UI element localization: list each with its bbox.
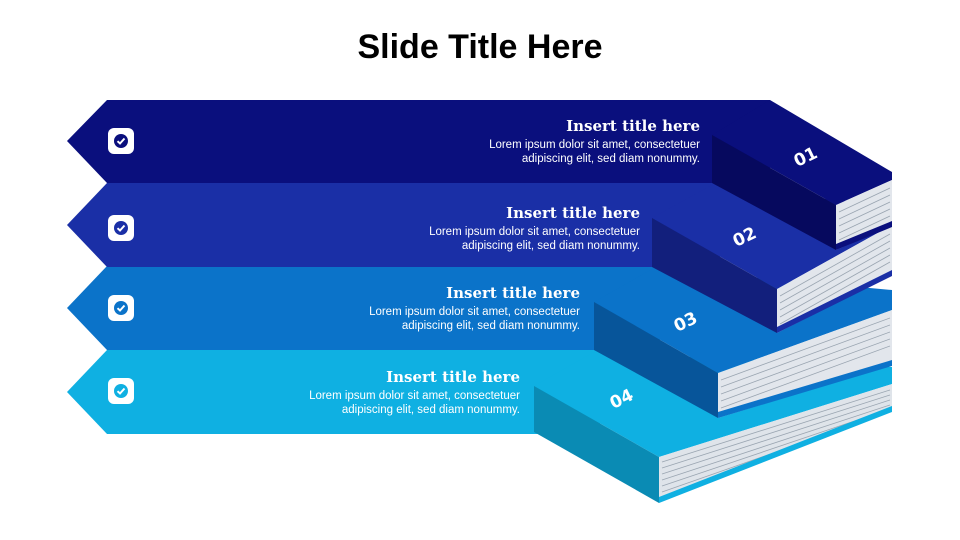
step-04-check-icon: [108, 378, 134, 404]
step-04-body: Lorem ipsum dolor sit amet, consectetuer…: [309, 390, 520, 416]
step-01-banner: [67, 100, 770, 183]
book-01: [712, 100, 892, 250]
step-02-text: Insert title here Lorem ipsum dolor sit …: [400, 203, 640, 253]
step-02-check-icon: [108, 215, 134, 241]
step-01-text: Insert title here Lorem ipsum dolor sit …: [460, 116, 700, 166]
step-04-title: Insert title here: [386, 368, 520, 386]
step-01-title: Insert title here: [566, 117, 700, 135]
step-03-check-icon: [108, 295, 134, 321]
step-03-text: Insert title here Lorem ipsum dolor sit …: [340, 283, 580, 333]
step-02-body: Lorem ipsum dolor sit amet, consectetuer…: [429, 226, 640, 252]
step-02-title: Insert title here: [506, 204, 640, 222]
step-03-body: Lorem ipsum dolor sit amet, consectetuer…: [369, 306, 580, 332]
step-04-text: Insert title here Lorem ipsum dolor sit …: [280, 367, 520, 417]
slide-title: Slide Title Here: [357, 28, 603, 66]
step-04-banner: [67, 350, 600, 434]
step-02-banner: [67, 183, 720, 267]
step-01-check-icon: [108, 128, 134, 154]
step-03-banner: [67, 266, 660, 350]
step-03-title: Insert title here: [446, 284, 580, 302]
step-01-body: Lorem ipsum dolor sit amet, consectetuer…: [489, 139, 700, 165]
